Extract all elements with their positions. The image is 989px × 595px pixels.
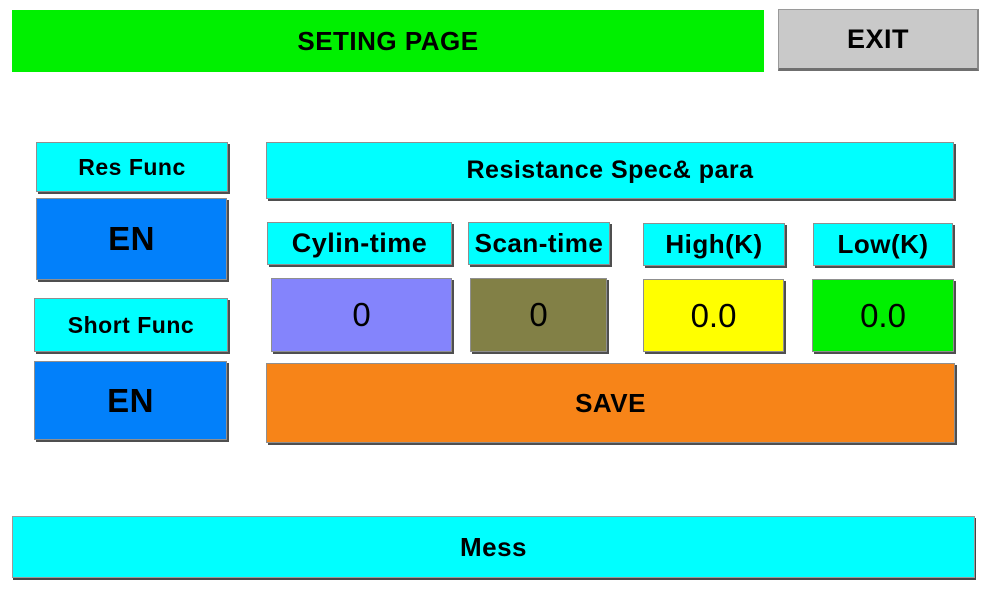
column-header-high-k: High(K) xyxy=(643,223,785,266)
page-title: SETING PAGE xyxy=(12,10,764,72)
column-header-scan-time: Scan-time xyxy=(468,222,610,265)
res-func-enable-button[interactable]: EN xyxy=(36,198,227,280)
res-func-label: Res Func xyxy=(36,142,228,192)
scan-time-value-field[interactable]: 0 xyxy=(470,278,607,352)
short-func-enable-button[interactable]: EN xyxy=(34,361,227,440)
low-k-value-field[interactable]: 0.0 xyxy=(812,279,954,352)
message-bar: Mess xyxy=(12,516,975,578)
column-header-cylin-time: Cylin-time xyxy=(267,222,452,265)
exit-button[interactable]: EXIT xyxy=(778,9,979,71)
column-header-low-k: Low(K) xyxy=(813,223,953,266)
resistance-spec-header: Resistance Spec& para xyxy=(266,142,954,199)
high-k-value-field[interactable]: 0.0 xyxy=(643,279,784,352)
cylin-time-value-field[interactable]: 0 xyxy=(271,278,452,352)
short-func-label: Short Func xyxy=(34,298,228,352)
save-button[interactable]: SAVE xyxy=(266,363,955,443)
